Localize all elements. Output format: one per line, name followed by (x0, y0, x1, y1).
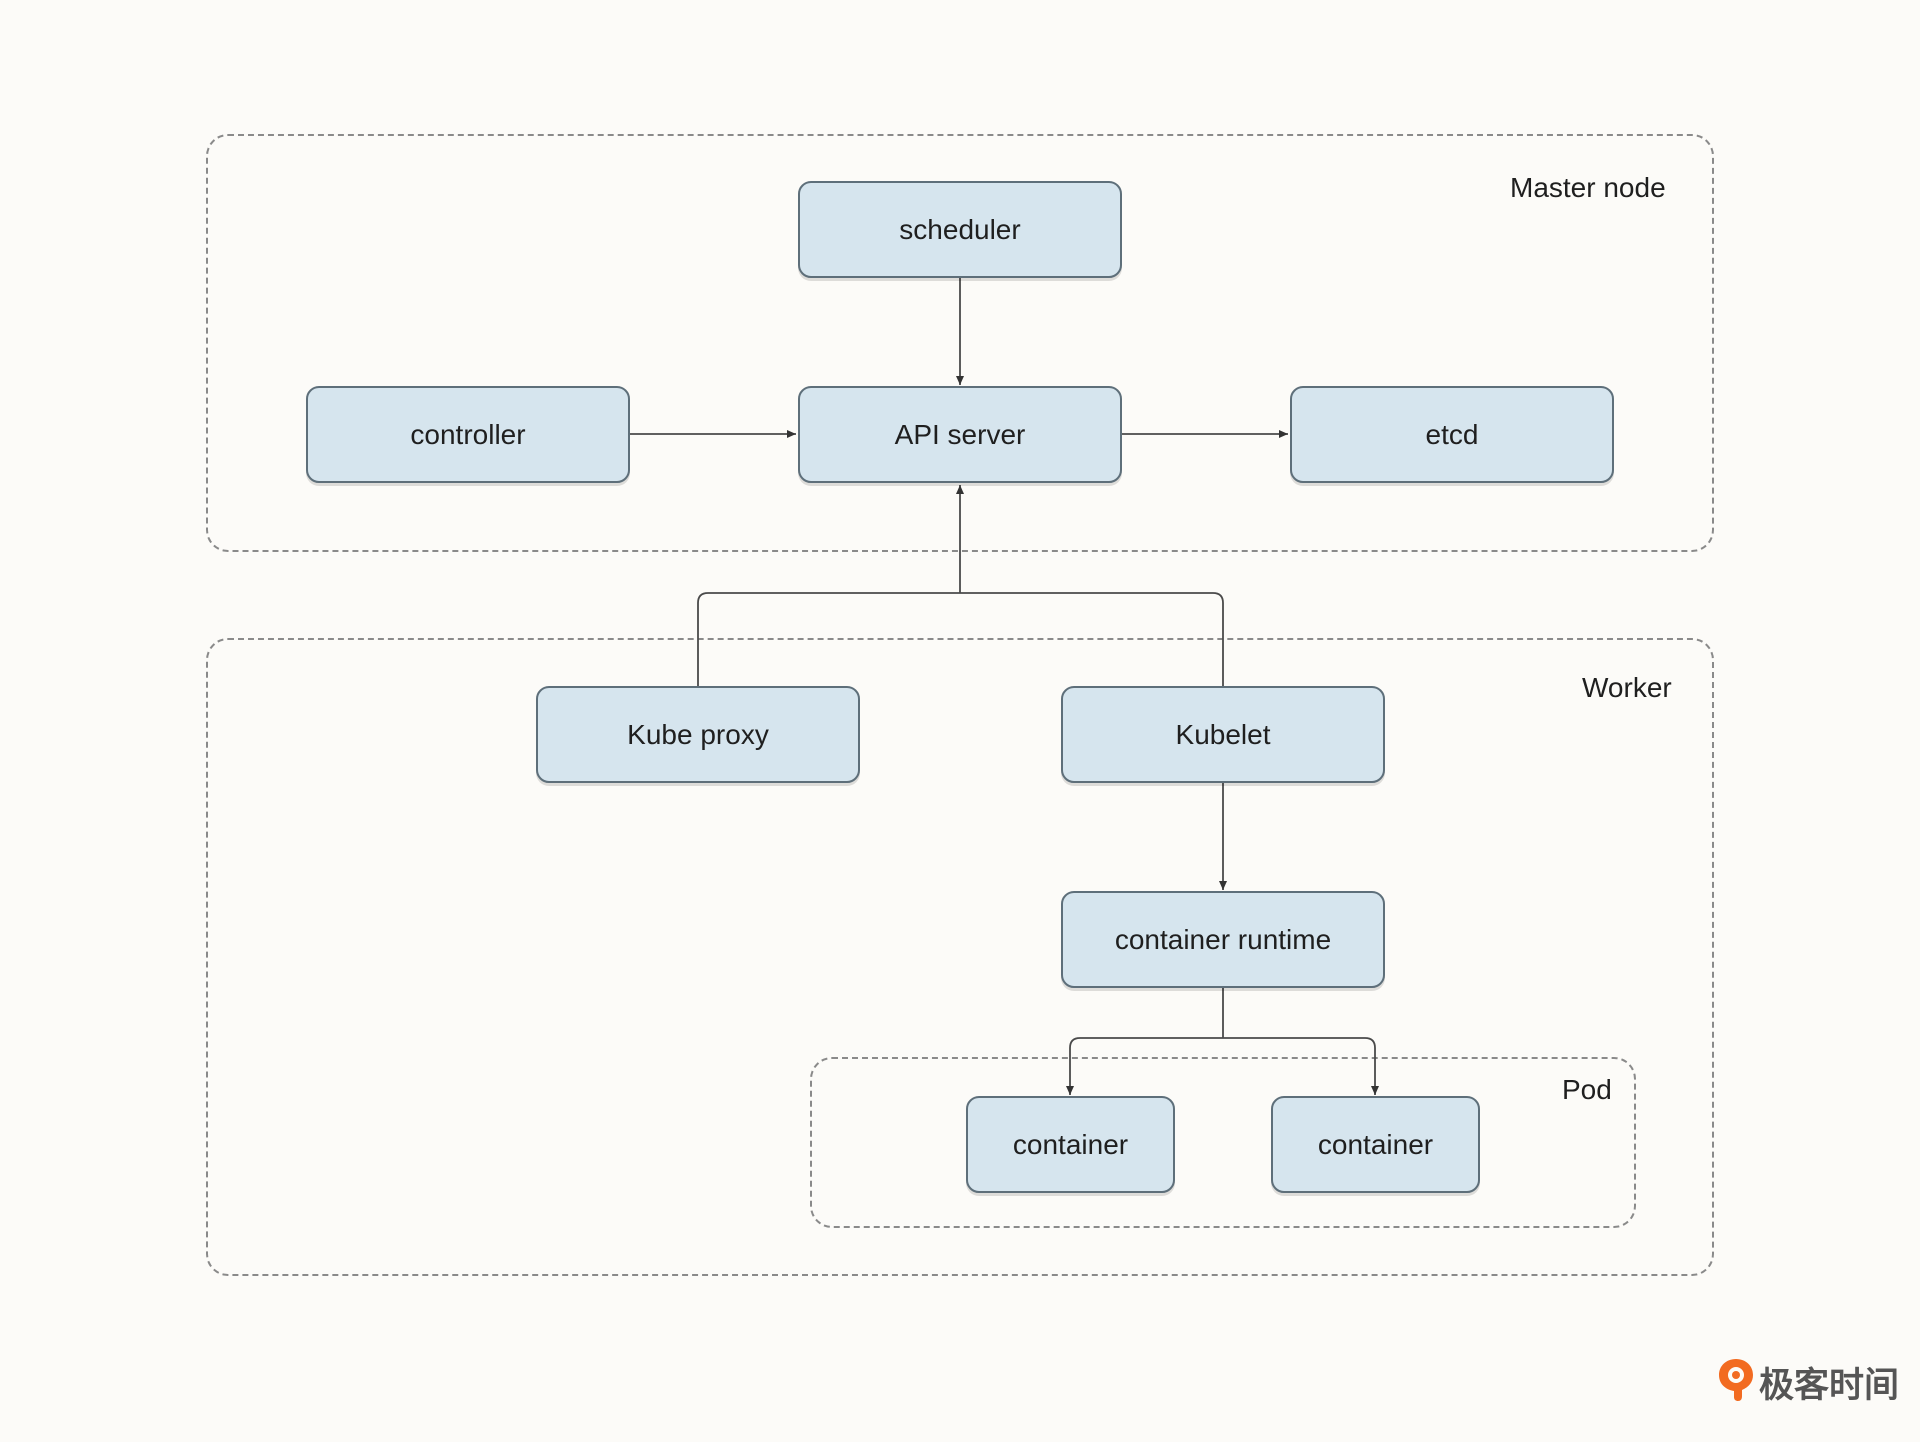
edge-runtime-to-container-1 (1066, 1037, 1223, 1095)
edge-kubeproxy-to-api (697, 592, 960, 686)
master-node-label: Master node (1510, 172, 1666, 203)
kube-proxy-node: Kube proxy (536, 686, 860, 783)
container-node-1: container (966, 1096, 1175, 1193)
worker-group (206, 638, 1714, 1276)
scheduler-node: scheduler (798, 181, 1122, 278)
pod-label: Pod (1562, 1074, 1612, 1105)
container-runtime-node: container runtime (1061, 891, 1385, 988)
geektime-logo: 极客时间 (1717, 1357, 1899, 1408)
container-node-2: container (1271, 1096, 1480, 1193)
pod-group (810, 1057, 1636, 1228)
api-server-node: API server (798, 386, 1122, 483)
edge-kubelet-to-api (960, 592, 1224, 686)
etcd-node: etcd (1290, 386, 1614, 483)
geektime-logo-icon (1717, 1357, 1755, 1408)
geektime-logo-text: 极客时间 (1759, 1366, 1900, 1406)
kubelet-node: Kubelet (1061, 686, 1385, 783)
controller-node: controller (306, 386, 630, 483)
worker-label: Worker (1582, 672, 1672, 703)
edge-runtime-to-container-2 (1223, 1037, 1379, 1095)
